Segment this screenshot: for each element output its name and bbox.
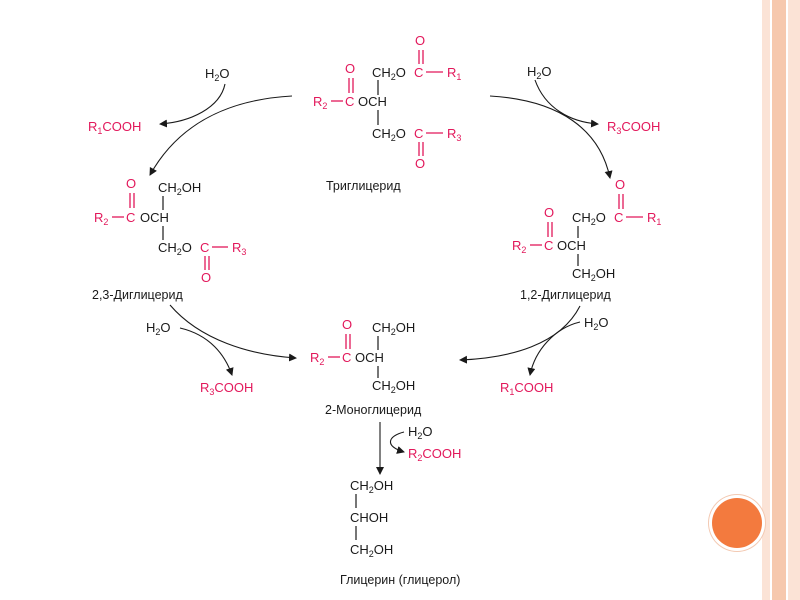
svg-text:CH2O: CH2O — [572, 210, 606, 227]
reagent-water: H2O — [146, 320, 171, 337]
label-triglyceride: Триглицерид — [326, 179, 401, 193]
reagent-r2cooh: R2COOH — [408, 446, 461, 463]
reagent-water: H2O — [205, 66, 230, 83]
svg-text:O: O — [345, 61, 355, 76]
svg-text:CH2O: CH2O — [372, 65, 406, 82]
svg-text:R2: R2 — [313, 94, 327, 111]
svg-text:C: C — [200, 240, 209, 255]
svg-text:R2: R2 — [512, 238, 526, 255]
svg-text:OCH: OCH — [358, 94, 387, 109]
svg-text:CH2OH: CH2OH — [158, 180, 201, 197]
arrow-tg-to-dg12 — [489, 95, 613, 179]
decor-circle — [712, 498, 762, 548]
svg-text:R1: R1 — [647, 210, 661, 227]
svg-text:CH2OH: CH2OH — [372, 378, 415, 395]
svg-text:OCH: OCH — [355, 350, 384, 365]
reagent-r1cooh: R1COOH — [500, 380, 553, 397]
svg-text:C: C — [126, 210, 135, 225]
reagent-water: H2O — [584, 315, 609, 332]
label-monoglyceride: 2-Моноглицерид — [325, 403, 422, 417]
svg-text:R3: R3 — [447, 126, 461, 143]
svg-text:C: C — [414, 126, 423, 141]
arrow-dg12-to-mg — [459, 305, 581, 364]
svg-text:C: C — [614, 210, 623, 225]
decor-stripe — [788, 0, 800, 600]
arrow-water-to-r3cooh-2 — [179, 327, 234, 376]
svg-text:O: O — [415, 156, 425, 171]
reagent-r1cooh: R1COOH — [88, 119, 141, 136]
label-diglyceride-23: 2,3-Диглицерид — [92, 288, 183, 302]
svg-text:CH2OH: CH2OH — [350, 542, 393, 559]
svg-text:CH2O: CH2O — [158, 240, 192, 257]
svg-text:OCH: OCH — [140, 210, 169, 225]
svg-text:OCH: OCH — [557, 238, 586, 253]
decor-stripe — [772, 0, 786, 600]
svg-text:C: C — [414, 65, 423, 80]
svg-text:R1: R1 — [447, 65, 461, 82]
svg-text:CH2OH: CH2OH — [372, 320, 415, 337]
arrow-tg-to-dg23 — [149, 95, 293, 176]
reagent-water: H2O — [408, 424, 433, 441]
arrow-water-to-r2cooh — [389, 431, 405, 454]
reagent-r3cooh: R3COOH — [607, 119, 660, 136]
svg-text:R2: R2 — [94, 210, 108, 227]
svg-text:C: C — [342, 350, 351, 365]
arrow-water-to-r3cooh — [534, 79, 599, 128]
diglyceride-23-structure: CH2OH R2 C O OCH CH2O C R3 O — [94, 176, 246, 285]
arrow-dg23-to-mg — [169, 304, 297, 362]
arrow-water-to-r1cooh-2 — [527, 321, 581, 376]
svg-text:O: O — [201, 270, 211, 285]
svg-text:CHOH: CHOH — [350, 510, 388, 525]
decor-stripe — [762, 0, 770, 600]
svg-text:C: C — [345, 94, 354, 109]
svg-text:C: C — [544, 238, 553, 253]
svg-text:CH2O: CH2O — [372, 126, 406, 143]
reagent-water: H2O — [527, 64, 552, 81]
triglyceride-structure: CH2O C O R1 R2 C O OCH CH2O C R3 O — [313, 33, 461, 171]
label-glycerol: Глицерин (глицерол) — [340, 573, 460, 587]
monoglyceride-structure: CH2OH R2 C O OCH CH2OH — [310, 317, 415, 395]
svg-text:O: O — [544, 205, 554, 220]
label-diglyceride-12: 1,2-Диглицерид — [520, 288, 611, 302]
svg-text:O: O — [342, 317, 352, 332]
svg-text:CH2OH: CH2OH — [572, 266, 615, 283]
reagent-r3cooh: R3COOH — [200, 380, 253, 397]
svg-text:R2: R2 — [310, 350, 324, 367]
glycerol-structure: CH2OH CHOH CH2OH — [350, 478, 393, 559]
svg-text:CH2OH: CH2OH — [350, 478, 393, 495]
svg-text:O: O — [126, 176, 136, 191]
svg-text:O: O — [415, 33, 425, 48]
svg-text:O: O — [615, 177, 625, 192]
svg-text:R3: R3 — [232, 240, 246, 257]
arrow-water-to-r1cooh — [159, 83, 226, 128]
diglyceride-12-structure: CH2O C O R1 R2 C O OCH CH2OH — [512, 177, 661, 283]
